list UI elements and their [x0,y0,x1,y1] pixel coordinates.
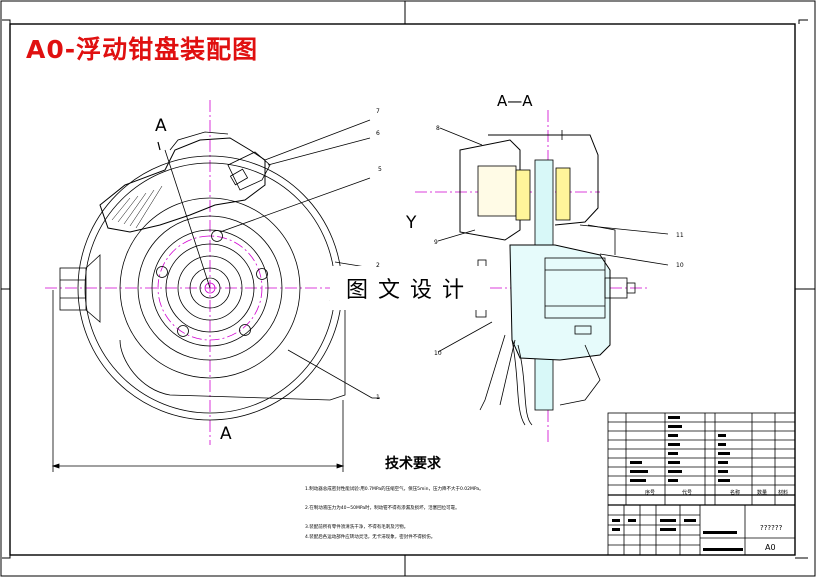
title-block [607,412,796,556]
callout-11: 11 [676,232,684,239]
tech-note-3: 3.装配前所有零件须清洗干净，不得有毛刺及污物。 [305,525,409,530]
callout-2: 2 [376,262,380,269]
callout-1: 1 [376,394,380,401]
watermark-text: 图文设计 [330,266,490,310]
front-view [45,100,380,472]
callout-8: 9 [434,239,438,246]
view-letter: Y [406,213,417,233]
tb-header-material: 材料 [778,490,789,496]
section-mark-top: A [155,116,167,136]
drawing-number: ?????? [760,524,783,532]
callout-9: 10 [434,350,442,357]
callout-10-b: 10 [676,262,684,269]
section-label: A—A [497,92,533,110]
tb-header-no: 序号 [645,490,656,496]
callout-4: 5 [378,166,382,173]
callout-5: 6 [376,130,380,137]
tb-header-qty: 数量 [757,490,768,496]
callout-6: 7 [376,108,380,115]
drawing-title: A0-浮动钳盘装配图 [26,35,259,64]
tb-header-code: 代号 [682,490,693,496]
tech-note-1: 1.制动器总成密封性能试验:用0.7MPa的压缩空气，保压5min，压力降不大于… [305,487,484,492]
tech-requirements-heading: 技术要求 [385,456,441,472]
section-mark-bottom: A [220,424,232,444]
section-view-a-a [415,110,669,445]
drawing-format: A0 [765,543,776,552]
callout-7: 8 [436,125,440,132]
tb-header-name: 名称 [730,490,741,496]
tech-note-2: 2.在制动液压力为40~50MPa时，制动钳不得有渗漏及损坏，活塞回位可靠。 [305,506,460,511]
tech-note-4: 4.装配后各运动部件应转动灵活，无卡滞现象，密封件不得损伤。 [305,535,436,540]
